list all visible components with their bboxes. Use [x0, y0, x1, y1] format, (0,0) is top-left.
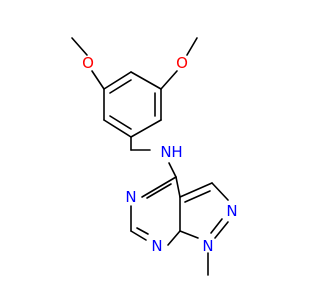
bond-c4-n3-left-inner: [146, 183, 172, 199]
pyrazole-nitrogen-eq-label: N: [226, 202, 237, 220]
oxygen-right-label: O: [176, 54, 188, 72]
bond-n2-n1p-inner: [210, 218, 223, 234]
pyrimidine-nitrogen-bottom-label: N: [151, 237, 162, 255]
bond-benzene-1: [103, 71, 132, 90]
oxygen-left-label: O: [82, 54, 94, 72]
bond-c3-n2: [211, 182, 229, 201]
bond-c3a-c3-inner: [184, 190, 211, 203]
bond-benzene-5: [103, 119, 132, 138]
bond-methyl-o-left: [71, 37, 88, 56]
amine-nitrogen-label: N: [160, 143, 171, 161]
bond-o-right-ring: [160, 70, 178, 90]
bond-n1p-c7a: [179, 230, 199, 239]
bond-benzene-1-inner: [109, 79, 132, 94]
bond-benzene-4: [130, 119, 162, 138]
pyrazole-nitrogen-methyl-label: N: [202, 237, 213, 255]
bond-c4-n3-left: [141, 176, 177, 198]
molecule-drawing: O O N H N N N N: [71, 37, 238, 276]
bond-n-c4: [168, 162, 177, 178]
bond-benzene-2: [130, 71, 162, 90]
bond-benzene-5-inner: [109, 115, 132, 130]
bond-group: [71, 37, 229, 276]
bond-c2-n1-inner: [136, 227, 149, 235]
pyrimidine-nitrogen-top-label: N: [125, 188, 136, 206]
bond-n2-n1p: [214, 221, 229, 239]
bond-c3a-c4: [175, 176, 181, 198]
bond-c2-n1: [130, 230, 147, 241]
atom-label-group: O O N H N N N N: [82, 54, 238, 255]
bond-o-left-ring: [91, 70, 105, 90]
structure-canvas: O O N H N N N N: [71, 37, 238, 276]
bond-n1-c7a: [167, 230, 181, 246]
bond-c3a-c3: [179, 182, 213, 198]
amine-hydrogen-label: H: [171, 143, 182, 161]
bond-methyl-o-right: [186, 37, 198, 56]
